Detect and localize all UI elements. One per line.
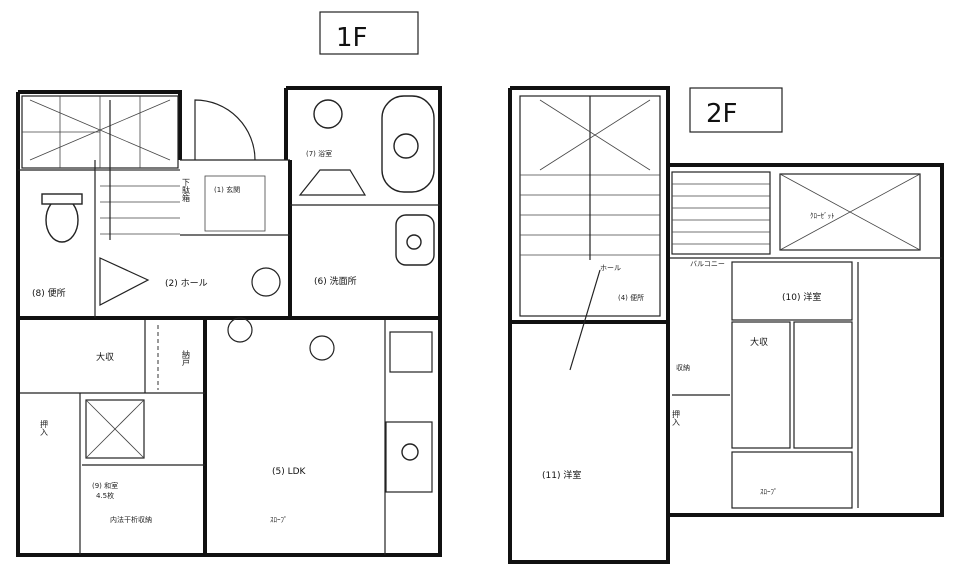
balcony-label: バルコニー (690, 260, 725, 268)
toilet-1f-tank (41, 193, 83, 205)
room11-label: (11) 洋室 (542, 469, 581, 481)
ldk-symbol-a (227, 317, 253, 343)
second-floor-plan: 2F バルコニー ｸﾛｰｾﾞｯﾄ (508, 86, 944, 564)
kitchen-sink-drain (401, 443, 419, 461)
skylight-note: ｸﾛｰｾﾞｯﾄ (810, 212, 835, 220)
wall-2f-outer (508, 86, 944, 564)
genkan-floor (204, 175, 266, 232)
room-toilet-2f-label: (4) 便所 (618, 293, 644, 302)
closet-b-label: 納戸 (182, 349, 191, 367)
shoe-cabinet-label: 下駄箱 (182, 178, 191, 203)
wall-1f-north-left (18, 90, 182, 160)
ldk-floor-note: ｽﾛｰﾌﾟ (270, 516, 288, 524)
second-floor-tag: 2F (706, 99, 738, 129)
closet-a-label: 大収 (96, 351, 114, 363)
closet-2f (731, 321, 791, 449)
room-washitsu-label: (9) 和室 (92, 481, 118, 490)
first-floor-plan: 1F (16, 11, 442, 557)
stairs-2f (519, 95, 661, 371)
hall-2f-label: ホール (600, 264, 621, 272)
closet-2f-label: 大収 (750, 336, 768, 348)
entry-door (194, 99, 256, 161)
hall-door-mark (99, 257, 150, 306)
storage-under-label: 内法干析収納 (110, 515, 152, 524)
room-ldk-label: (5) LDK (272, 467, 307, 477)
stairs-1f (21, 95, 180, 240)
room-genkan-label: (1) 玄関 (214, 185, 240, 194)
room-bath-label: (7) 浴室 (306, 149, 332, 158)
first-floor-tag: 1F (336, 23, 368, 53)
tatami-light (85, 399, 145, 459)
wall-1f-outer (16, 86, 442, 557)
wic-label: ｽﾛｰﾌﾟ (760, 488, 778, 496)
room10-label: (10) 洋室 (782, 291, 821, 303)
bath-floor-mark (298, 169, 367, 196)
oshiire-2f-label: 押入 (672, 409, 681, 426)
ldk-symbol-b (309, 335, 335, 361)
room-washroom-label: (6) 洗面所 (314, 275, 357, 287)
room-toilet-1f-label: (8) 便所 (32, 287, 66, 299)
room10-lower (731, 451, 853, 509)
room-hall-label: (2) ホール (165, 278, 208, 289)
first-floor-tag-box (319, 11, 419, 55)
kitchen-sink (385, 421, 433, 493)
balcony-area (671, 171, 771, 255)
room10-upper (731, 261, 853, 321)
room-washitsu-size: 4.5枚 (96, 491, 114, 500)
second-floor-tag-box (689, 87, 783, 133)
closet-2f-b-label: 収納 (676, 363, 690, 372)
hall-symbol (251, 267, 281, 297)
skylight-area (779, 173, 921, 251)
fridge-space (389, 331, 433, 373)
bath-fan (313, 99, 343, 129)
bathtub-drain (393, 133, 419, 159)
closet-2f-b (793, 321, 853, 449)
oshiire-1f-label: 押入 (40, 419, 49, 436)
wash-basin-drain (406, 234, 422, 250)
